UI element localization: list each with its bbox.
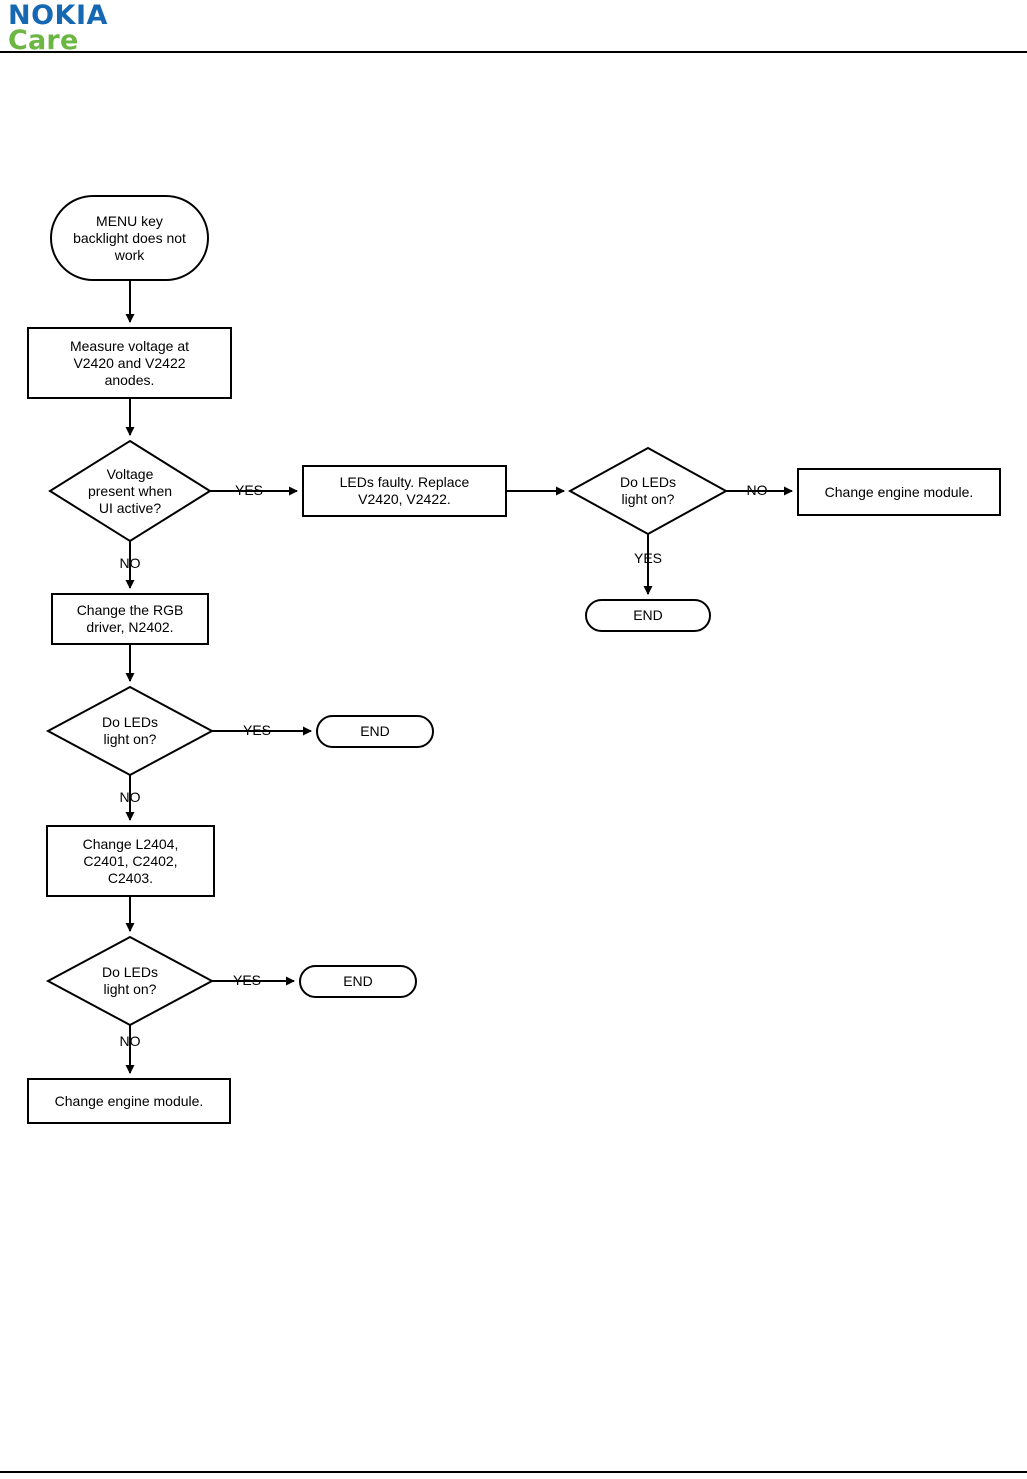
node-rgb-driver-shape (51, 593, 209, 645)
node-decision1-shape (48, 439, 212, 543)
header-divider (0, 51, 1027, 53)
node-end3-shape (299, 965, 417, 998)
node-leds-faulty-shape (302, 465, 507, 517)
node-change-parts-shape (46, 825, 215, 897)
node-engine2-shape (27, 1078, 231, 1124)
node-measure-shape (27, 327, 232, 399)
logo-care-text: Care (8, 25, 79, 56)
node-end2-shape (316, 715, 434, 748)
logo-nokia-text: NOKIA (8, 0, 108, 31)
node-start-shape (50, 195, 209, 281)
node-end1-shape (585, 599, 711, 632)
node-engine1-shape (797, 468, 1001, 516)
nokia-care-logo: NOKIA Care (8, 2, 108, 54)
node-decision4-shape (45, 935, 215, 1027)
footer-divider (0, 1471, 1027, 1473)
node-decision3-shape (45, 685, 215, 777)
node-decision2-shape (567, 446, 729, 536)
page-header: NOKIA Care (0, 0, 1027, 56)
